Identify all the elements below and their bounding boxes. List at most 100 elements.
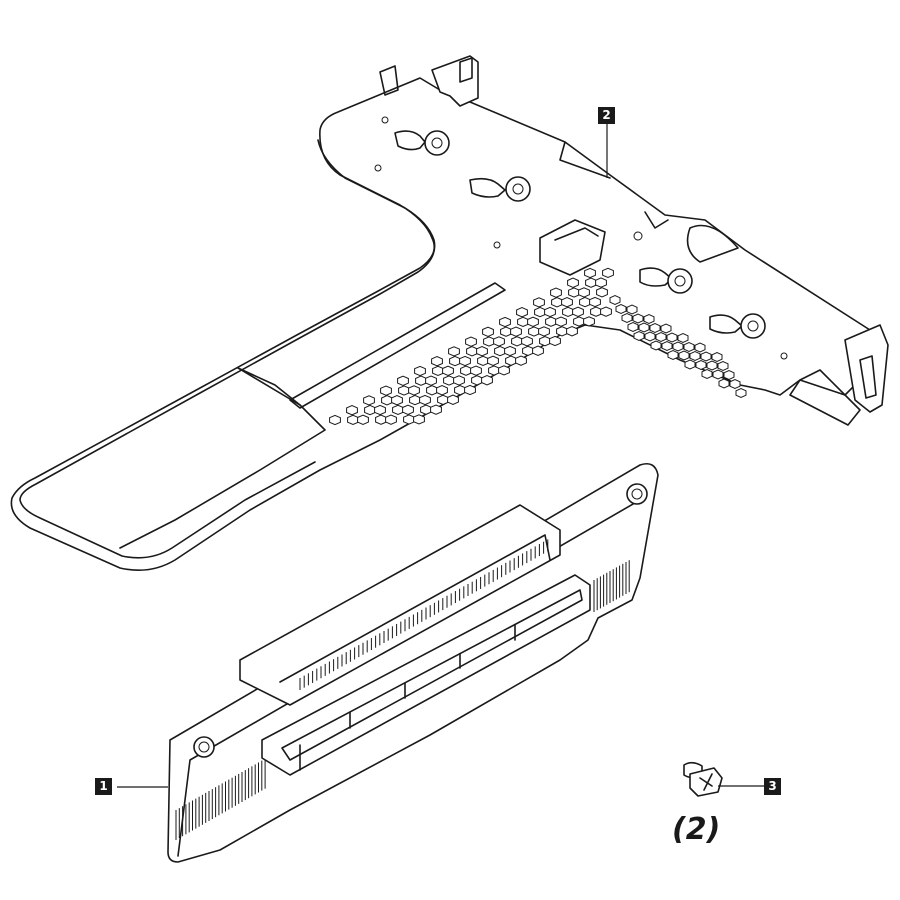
vent-hole [550,287,562,298]
vent-hole [672,341,684,352]
vent-hole [505,355,517,366]
vent-hole [447,394,459,405]
vent-hole [430,404,442,415]
vent-hole [511,336,523,347]
vent-hole [711,352,723,362]
vent-hole [364,404,376,416]
vent-hole [661,341,673,351]
vent-hole [402,404,414,415]
vent-hole [488,365,500,376]
vent-hole [375,414,387,425]
screw [683,761,723,797]
vent-hole [533,297,545,308]
vent-hole [600,306,612,317]
vent-hole [510,326,522,337]
vent-hole [729,379,741,389]
vent-hole [684,359,696,370]
vent-hole [717,361,729,371]
vent-hole [493,336,505,347]
vent-hole [464,384,476,396]
vent-hole [521,336,533,347]
vent-hole [494,345,506,357]
vent-hole [363,395,375,406]
vent-hole [482,326,494,337]
vent-hole [694,342,706,353]
callout-3: 3 [764,778,781,795]
vent-hole [476,346,488,357]
vent-hole [556,326,568,337]
vent-hole [413,414,425,425]
vent-hole [481,375,493,386]
vent-hole [397,375,409,386]
vent-hole [666,332,678,343]
vent-hole [561,297,573,308]
vent-hole [477,355,489,367]
vent-hole [650,340,662,351]
riser-card [167,462,659,863]
vent-hole [573,316,585,327]
vent-hole [566,326,578,337]
vent-hole [516,307,528,318]
vent-hole [528,326,540,337]
vent-hole [532,345,544,356]
vent-hole [638,322,650,333]
vent-hole [643,314,655,324]
vent-hole [391,395,403,406]
vent-hole [596,287,608,298]
vent-honeycomb [329,267,747,426]
vent-hole [432,365,444,377]
vent-hole [398,385,410,396]
vent-hole [701,369,713,379]
vent-hole [517,316,529,328]
vent-hole [723,370,735,380]
connector-pins [299,539,549,690]
vent-hole [499,316,511,328]
vent-hole [436,385,448,396]
vent-hole [448,346,460,357]
vent-hole [347,414,359,426]
vent-hole [615,304,627,314]
vent-hole [459,355,471,367]
vent-hole [562,306,574,318]
vent-hole [437,394,449,406]
vent-hole [544,306,556,318]
vent-hole [585,277,597,288]
vent-hole [589,296,601,308]
vent-hole [442,365,454,376]
vent-hole [632,313,644,324]
vent-hole [409,394,421,406]
vent-hole [718,378,730,389]
edge-connector-fingers [175,758,266,840]
vent-hole [419,394,431,406]
vent-hole [470,365,482,376]
vent-hole [706,360,718,371]
vent-hole [374,404,386,416]
vent-hole [465,336,477,347]
vent-hole [677,333,689,343]
vent-hole [590,306,602,317]
vent-hole [453,375,465,386]
vent-hole [449,355,461,367]
vent-hole [667,350,679,360]
vent-hole [380,385,392,396]
vent-hole [689,351,701,361]
vent-hole [403,414,415,425]
vent-hole [504,345,516,357]
vent-hole [627,322,639,332]
vent-hole [578,287,590,298]
vent-hole [454,384,466,396]
vent-hole [534,306,546,318]
vent-hole [471,375,483,386]
vent-hole [626,304,638,315]
vent-hole [572,306,584,317]
vent-hole [466,346,478,357]
vent-hole [644,331,656,342]
vent-hole [683,342,695,352]
vent-hole [426,385,438,396]
callout-1: 1 [95,778,112,795]
vent-hole [515,355,527,366]
vent-hole [545,316,557,327]
vent-hole [414,365,426,377]
vent-hole [443,375,455,386]
vent-hole [555,316,567,327]
